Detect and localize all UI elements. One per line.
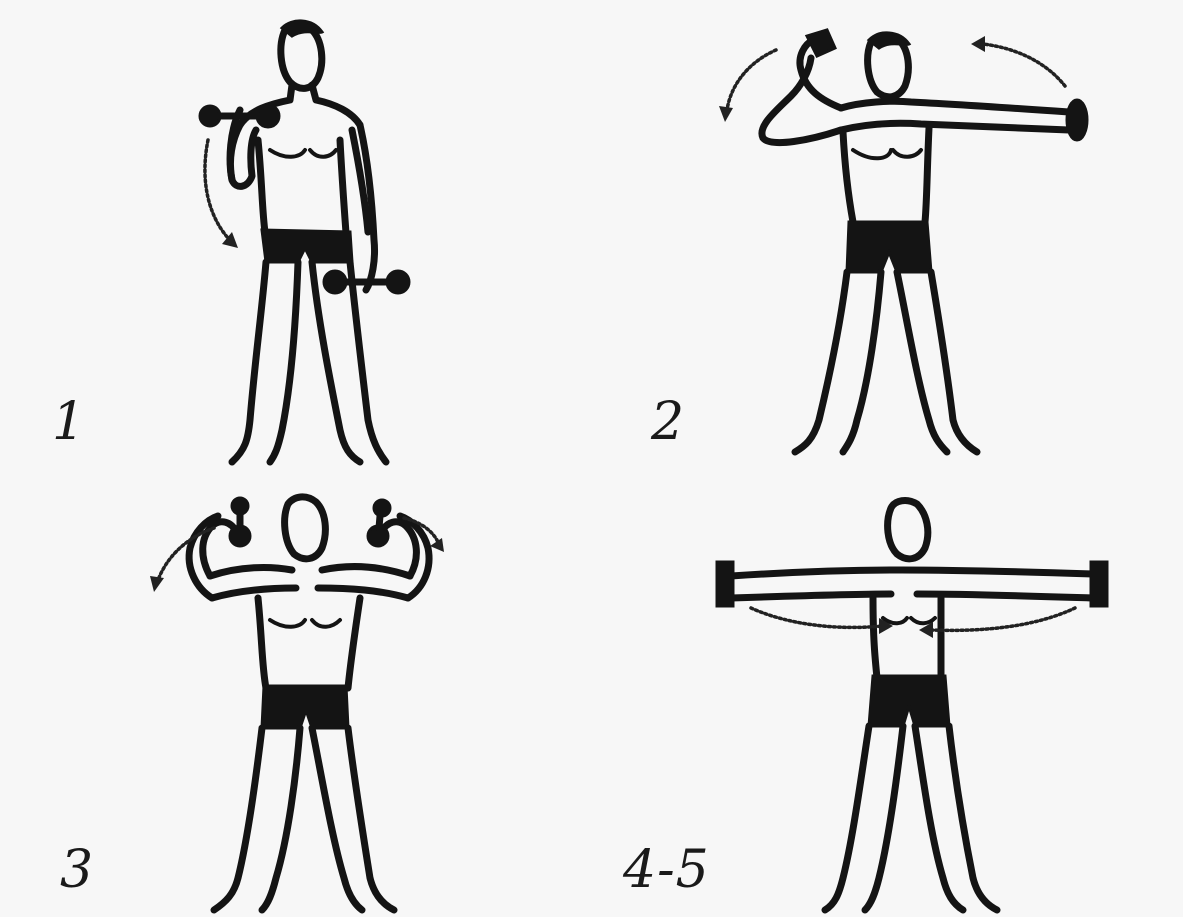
panel-label-4-5: 4-5 (623, 844, 710, 896)
panel-label-3: 3 (60, 844, 94, 896)
dumbbell-curl-figure-icon (0, 0, 591, 458)
exercise-panel-2: 2 (591, 0, 1182, 458)
exercise-panel-3: 3 (0, 458, 591, 916)
dumbbell-arm-circle-figure-icon (591, 0, 1182, 458)
panel-label-1: 1 (52, 396, 86, 448)
panel-label-2: 2 (651, 396, 685, 448)
exercise-panel-1: 1 (0, 0, 591, 458)
exercise-panel-4-5: 4-5 (591, 458, 1182, 916)
